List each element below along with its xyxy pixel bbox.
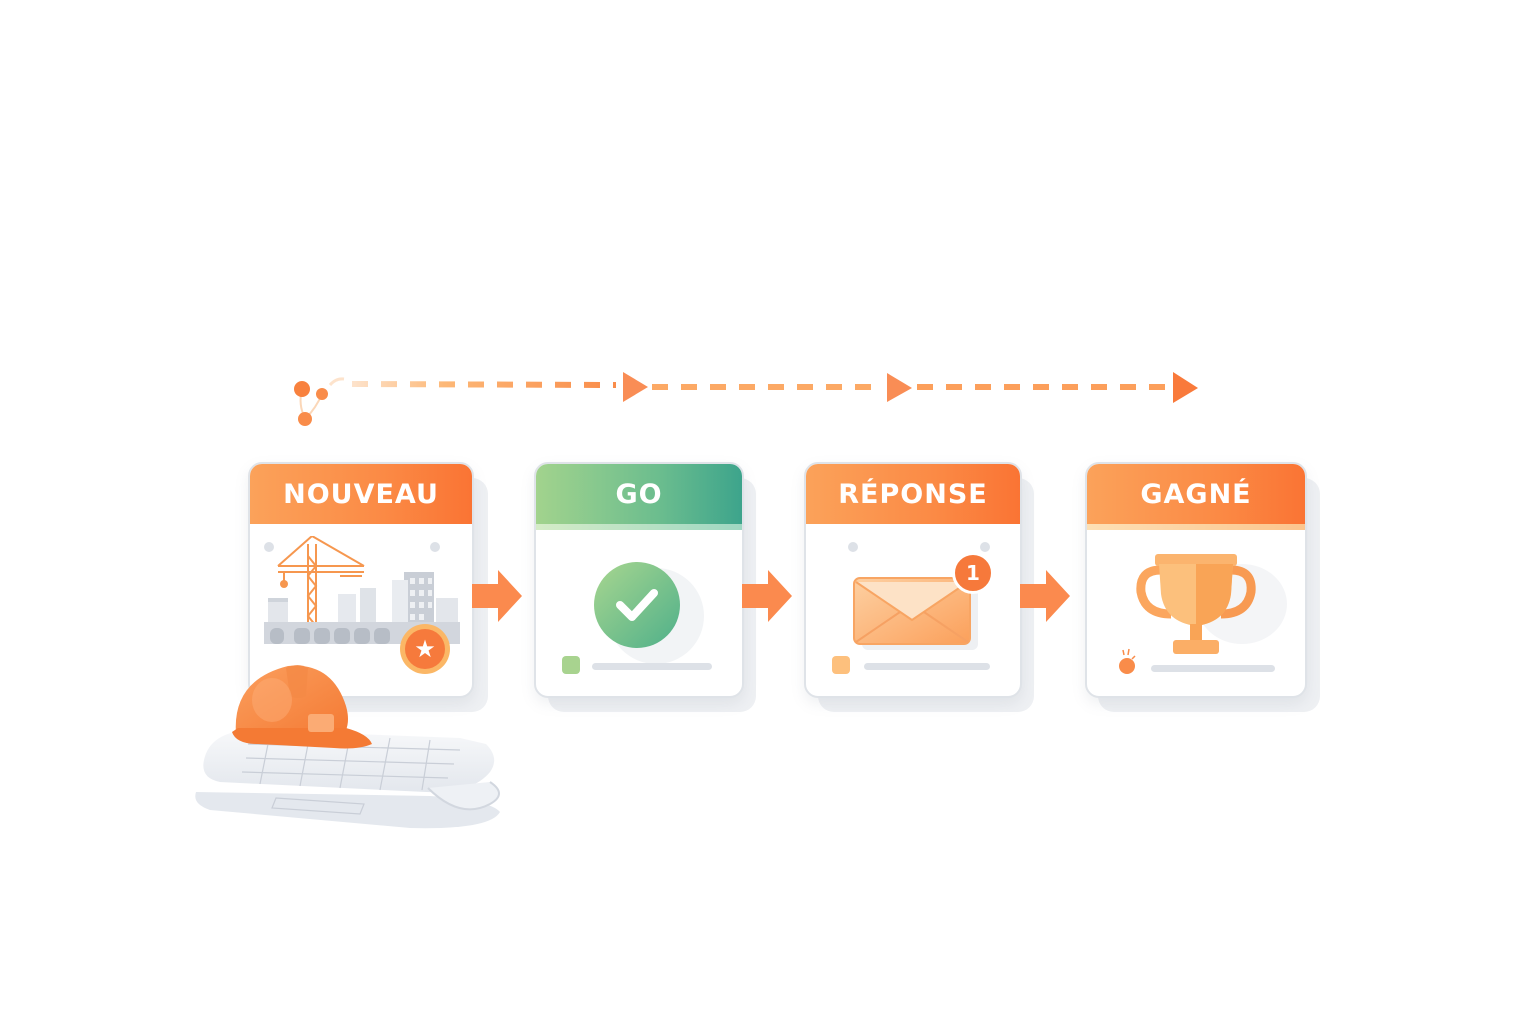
- notification-badge: 1: [952, 552, 994, 594]
- decor-dot: [848, 542, 858, 552]
- stage-header: NOUVEAU: [250, 464, 472, 524]
- envelope-icon: [853, 577, 978, 650]
- arrowhead-3: [1173, 372, 1198, 403]
- stage-card-gagne[interactable]: GAGNÉ: [1085, 462, 1307, 698]
- stage-label: GO: [615, 478, 663, 510]
- progress-line: [294, 372, 1198, 426]
- decor-dot: [264, 542, 274, 552]
- decor-dot: [430, 542, 440, 552]
- stage-card-nouveau[interactable]: NOUVEAU: [248, 462, 474, 698]
- status-square: [562, 656, 580, 674]
- stage-header: GO: [536, 464, 742, 524]
- stage-card-go[interactable]: GO: [534, 462, 744, 698]
- stage-card-reponse[interactable]: RÉPONSE 1: [804, 462, 1022, 698]
- flow-arrow-icon: [472, 570, 522, 622]
- stage-header: RÉPONSE: [806, 464, 1020, 524]
- stage-label: NOUVEAU: [283, 478, 439, 510]
- network-nodes-icon: [294, 377, 345, 426]
- sparkle-dot-icon: [1119, 648, 1136, 674]
- notification-count: 1: [966, 561, 980, 585]
- flow-arrow-icon: [1020, 570, 1070, 622]
- stage-label: RÉPONSE: [838, 478, 988, 510]
- star-badge-icon: ★: [400, 624, 450, 674]
- stage-label: GAGNÉ: [1140, 478, 1252, 510]
- decor-dot: [980, 542, 990, 552]
- blueprint-plans-icon: [195, 730, 501, 829]
- checkmark-circle-icon: [594, 562, 680, 648]
- hard-hat-icon: [232, 665, 372, 749]
- placeholder-line: [1151, 665, 1275, 672]
- flow-arrow-icon: [742, 570, 792, 622]
- placeholder-line: [592, 663, 712, 670]
- header-strip: [536, 524, 742, 530]
- stage-header: GAGNÉ: [1087, 464, 1305, 524]
- status-square: [832, 656, 850, 674]
- arrowhead-1: [623, 372, 648, 402]
- arrowhead-2: [887, 373, 912, 402]
- placeholder-line: [864, 663, 990, 670]
- trophy-icon: [1136, 554, 1256, 654]
- header-strip: [1087, 524, 1305, 530]
